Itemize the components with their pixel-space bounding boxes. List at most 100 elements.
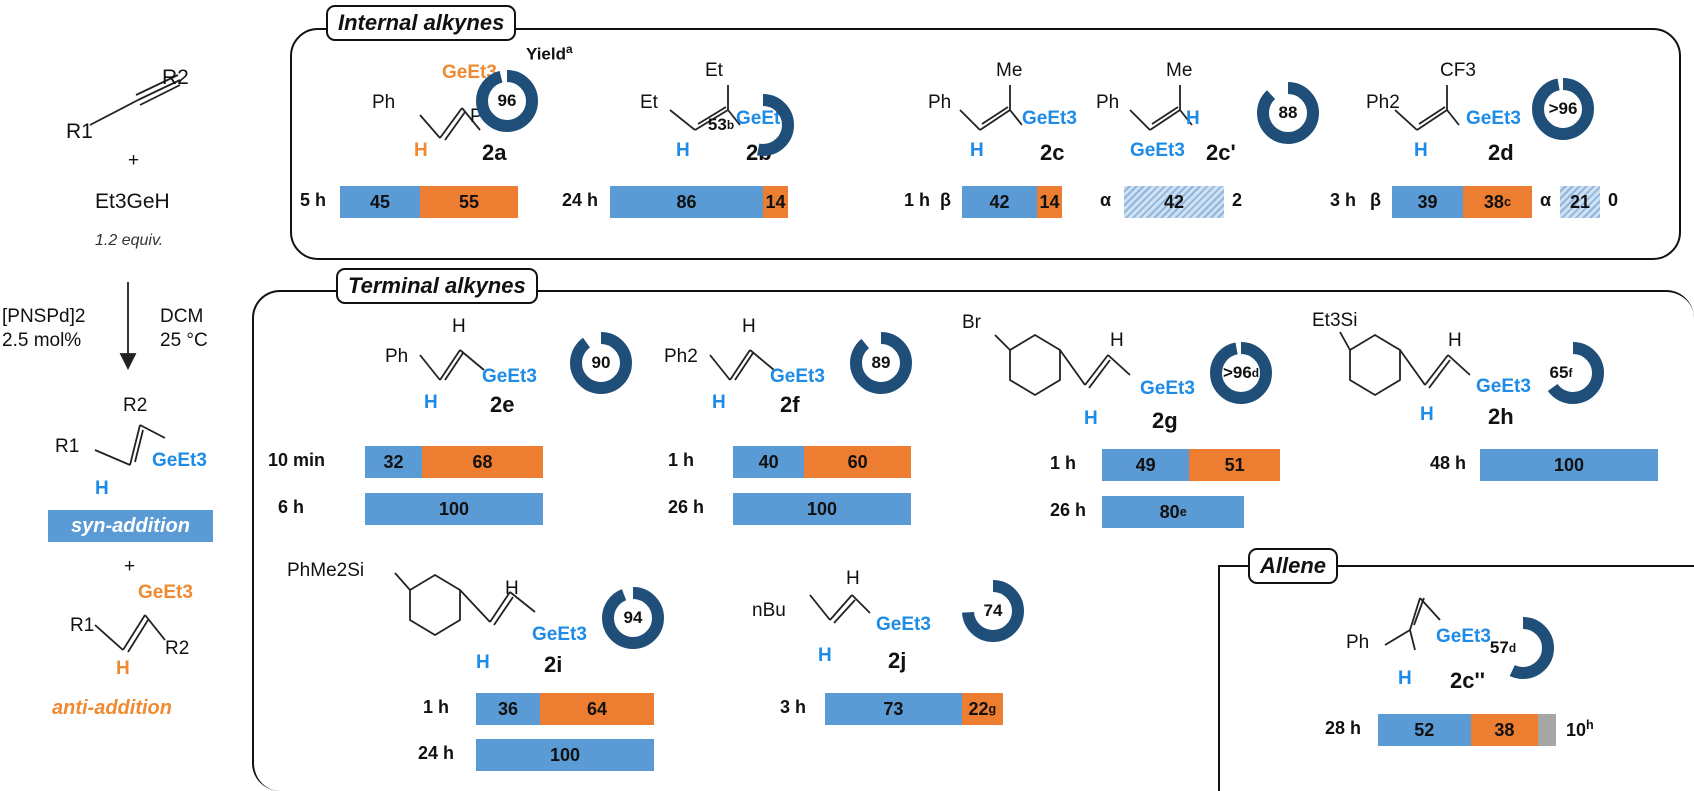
yield-donut-2cp <box>1257 82 1319 144</box>
2a-sub1: Ph <box>372 92 396 113</box>
bar-segment-syn: 100 <box>365 493 543 525</box>
equiv-label: 1.2 equiv. <box>95 232 164 249</box>
plus-sign: + <box>128 150 140 171</box>
solvent-label: DCM <box>160 306 204 327</box>
structure-2c-prime <box>1129 85 1193 131</box>
bar-segment-syn: 73 <box>825 693 962 725</box>
bar-segment-syn: 39 <box>1392 186 1463 218</box>
yield-arc-2j <box>962 580 1024 642</box>
2b-h: H <box>676 140 690 161</box>
yield-donut-2a <box>476 70 538 132</box>
stacked-bar-12: 100 <box>1480 449 1658 481</box>
allene-divider <box>1218 565 1694 567</box>
yield-arc-2cpp <box>1492 617 1554 679</box>
bar-segment-syn: 42 <box>962 186 1037 218</box>
compound-id-2a: 2a <box>482 140 507 165</box>
2a-h: H <box>414 140 428 161</box>
anti-ge-label: GeEt3 <box>138 582 193 603</box>
2i-h: H <box>476 652 490 673</box>
structure-2h <box>1339 331 1471 397</box>
2f-ge: GeEt3 <box>770 366 825 387</box>
anti-r2-label: R2 <box>165 638 190 659</box>
structure-2g <box>994 333 1131 397</box>
silane-label: Et3GeH <box>95 190 170 213</box>
bar-segment-syn: 40 <box>733 446 805 478</box>
2h-sub1: Et3Si <box>1312 310 1358 331</box>
compound-id-2c: 2c <box>1040 140 1065 165</box>
reaction-time-label: 3 h <box>780 697 807 717</box>
reaction-time-label: 1 h <box>904 190 931 210</box>
2a-ge: GeEt3 <box>442 62 497 83</box>
regio-prefix-label: β <box>940 190 951 210</box>
reaction-time-label: 1 h <box>668 450 695 470</box>
anti-h-label: H <box>116 658 130 679</box>
r2-label: R2 <box>162 66 189 89</box>
bar-segment-syn: 36 <box>476 693 541 725</box>
2i-sub2: H <box>505 578 519 599</box>
stacked-bar-14: 100 <box>476 739 654 771</box>
syn-product-structure <box>94 424 166 466</box>
2c-ge: GeEt3 <box>1022 108 1077 129</box>
bar-segment-syn: 32 <box>365 446 422 478</box>
bar-segment-syn-hatched: 42 <box>1124 186 1224 218</box>
terminal-alkynes-panel <box>252 290 1694 791</box>
2h-h: H <box>1420 404 1434 425</box>
structure-2a <box>419 107 481 141</box>
regio-prefix-label: α <box>1540 190 1552 210</box>
2f-h: H <box>712 392 726 413</box>
yield-donut-2g <box>1210 342 1272 404</box>
2e-ge: GeEt3 <box>482 366 537 387</box>
reaction-time-label: 6 h <box>278 497 305 517</box>
2h-sub2: H <box>1448 330 1462 351</box>
2d-sub2: CF3 <box>1440 60 1476 81</box>
2cdp-sub1: Ph <box>1346 632 1370 653</box>
bar-tail-label: 2 <box>1232 190 1243 210</box>
stacked-bar-9: 100 <box>733 493 911 525</box>
bar-other-label: 10h <box>1566 718 1594 740</box>
stacked-bar-7: 100 <box>365 493 543 525</box>
2j-sub2: H <box>846 568 860 589</box>
2g-ge: GeEt3 <box>1140 378 1195 399</box>
2cp-h: H <box>1186 108 1200 129</box>
structure-2c <box>959 85 1023 131</box>
syn-h-label: H <box>95 478 109 499</box>
internal-alkynes-panel <box>290 28 1681 260</box>
bar-segment-syn: 49 <box>1102 449 1190 481</box>
yield-value-2j: 74 <box>983 601 1003 620</box>
yield-arc-2b <box>732 94 794 156</box>
2c-h: H <box>970 140 984 161</box>
anti-addition-label: anti-addition <box>52 697 172 719</box>
yield-value-2i: 94 <box>623 608 643 627</box>
yield-arc-2cp <box>1257 82 1319 144</box>
2j-sub1: nBu <box>752 600 786 621</box>
plus-sign-2: + <box>124 556 136 577</box>
structure-2b <box>669 85 741 131</box>
2c-sub1: Ph <box>928 92 952 113</box>
2f-sub1: Ph2 <box>664 346 698 367</box>
compound-id-2c-prime: 2c' <box>1206 140 1236 165</box>
bar-segment-syn: 86 <box>610 186 764 218</box>
yield-arc-2f <box>850 332 912 394</box>
compound-id-2c-double-prime: 2c'' <box>1450 668 1485 693</box>
yield-donut-2b <box>732 94 794 156</box>
bar-segment-syn-hatched: 21 <box>1560 186 1600 218</box>
yield-value-2a: 96 <box>497 91 517 110</box>
reaction-time-label: 1 h <box>423 697 450 717</box>
yield-donut-2cpp <box>1492 617 1554 679</box>
2c-sub2: Me <box>996 60 1023 81</box>
2b-ge: GeEt <box>736 108 781 129</box>
yield-value-2d: >96 <box>1548 99 1578 118</box>
compound-id-2f: 2f <box>780 392 800 417</box>
2cdp-h: H <box>1398 668 1412 689</box>
syn-r2-label: R2 <box>123 395 148 416</box>
